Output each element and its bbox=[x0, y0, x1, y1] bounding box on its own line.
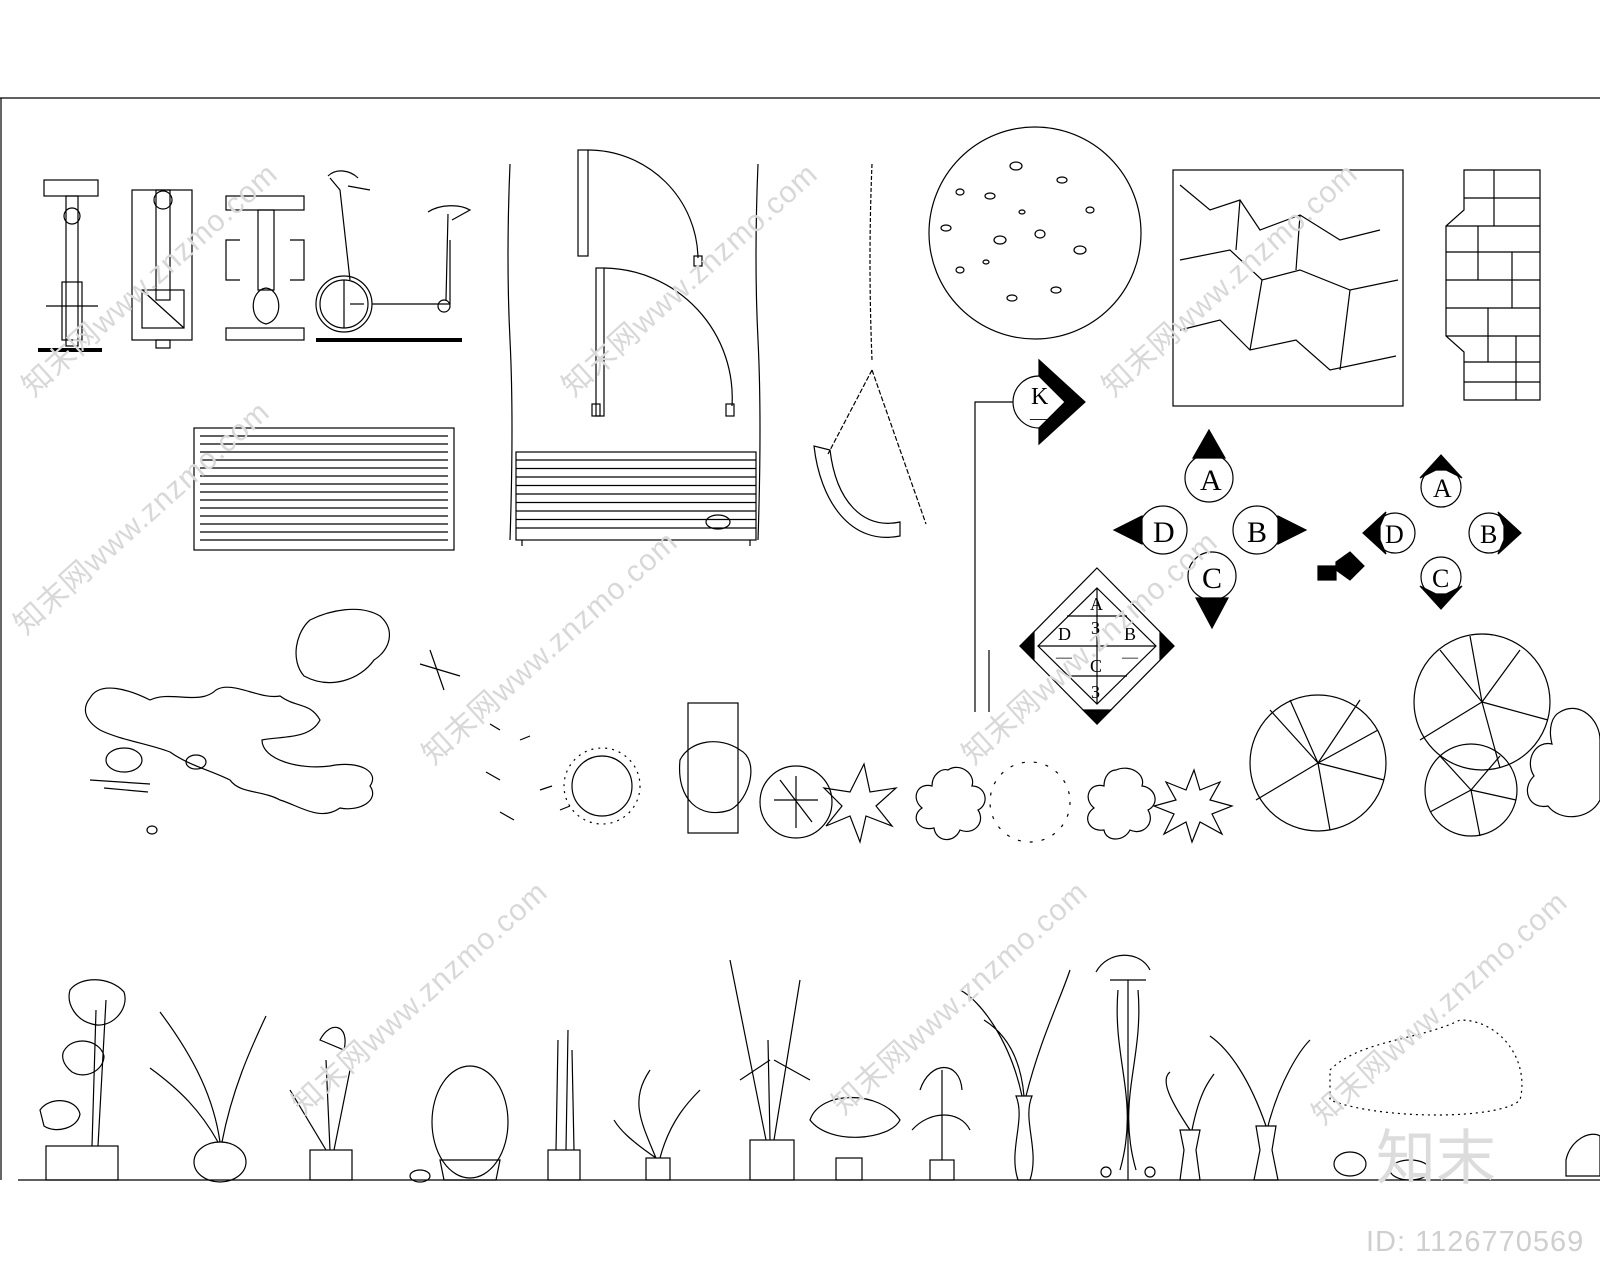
fitness-equipment-2 bbox=[131, 189, 193, 349]
shrub-plan-spiky bbox=[1152, 768, 1234, 844]
hatched-arrow-symbol bbox=[1317, 551, 1365, 581]
tree-plan-radial-3 bbox=[1424, 743, 1518, 837]
small-compass-label-a: A bbox=[1433, 474, 1452, 503]
diamond-number-bottom: 3 bbox=[1091, 682, 1100, 702]
hanging-vine-left bbox=[507, 163, 513, 541]
small-compass-label-c: C bbox=[1432, 564, 1449, 593]
elevation-twisted-branch-vase bbox=[959, 969, 1071, 1181]
elevation-corner-shrub bbox=[1565, 1133, 1600, 1177]
image-id-label: ID: 1126770569 bbox=[1366, 1226, 1585, 1258]
elevation-branch-vase bbox=[149, 1011, 267, 1183]
index-compass-large: A B C D bbox=[1112, 428, 1308, 630]
paving-square-crazy-stone bbox=[1172, 169, 1404, 407]
elevation-flower-vase-1 bbox=[1165, 1071, 1215, 1181]
hanging-swing bbox=[813, 163, 927, 538]
section-mark-letter: K bbox=[1031, 384, 1049, 410]
elevation-tall-palm-pot bbox=[729, 959, 811, 1181]
index-compass-small: A B C D bbox=[1362, 454, 1522, 610]
small-compass-label-b: B bbox=[1480, 520, 1497, 549]
shrub-plan-star bbox=[822, 762, 898, 845]
diamond-dash-right: — bbox=[1121, 649, 1139, 666]
elevation-column-planter bbox=[1095, 954, 1156, 1180]
diamond-label-c: C bbox=[1090, 656, 1102, 676]
index-diamond-quadrant: A 3 D — B — C 3 bbox=[1019, 567, 1175, 725]
tree-plan-radial-1 bbox=[1249, 694, 1387, 832]
scattered-leaves bbox=[485, 723, 571, 821]
door-swing-symbol-1 bbox=[577, 149, 703, 267]
brand-logo: 知末 bbox=[1376, 1124, 1496, 1194]
diamond-label-a: A bbox=[1090, 594, 1103, 614]
compass-label-d: D bbox=[1153, 516, 1175, 549]
elevation-broadleaf-pot bbox=[613, 1069, 701, 1181]
elevation-fan-palm bbox=[809, 1096, 901, 1181]
elevation-grass-vase-2 bbox=[1209, 1035, 1311, 1181]
tree-plan-radial-2 bbox=[1413, 633, 1551, 771]
leafy-branch-cluster bbox=[295, 608, 461, 691]
diamond-label-b: B bbox=[1124, 624, 1136, 644]
fitness-equipment-3 bbox=[225, 195, 305, 341]
elevation-leafy-shrub-pot bbox=[911, 1066, 971, 1181]
fitness-equipment-1 bbox=[38, 179, 102, 352]
fitness-equipment-exercise-bike bbox=[315, 170, 472, 342]
door-swing-symbol-2 bbox=[591, 267, 735, 417]
compass-label-a: A bbox=[1200, 464, 1222, 497]
planter-box-plan bbox=[678, 702, 752, 834]
elevation-garden-scene bbox=[1329, 1019, 1523, 1181]
diamond-label-d: D bbox=[1058, 624, 1071, 644]
bench-elevation-slatted bbox=[515, 451, 757, 546]
elevation-flower-basket bbox=[409, 1065, 509, 1183]
tree-plan-cloud bbox=[1526, 707, 1600, 818]
elevation-bamboo-pot bbox=[547, 1029, 581, 1181]
small-plant-cluster bbox=[89, 747, 207, 835]
paving-ashlar-stone-panel bbox=[1445, 169, 1541, 401]
sheet-border bbox=[0, 97, 1600, 1181]
compass-label-b: B bbox=[1247, 516, 1267, 549]
planter-plan-circle-dotted bbox=[563, 747, 641, 825]
elevation-bonsai-tree bbox=[39, 979, 126, 1181]
small-compass-label-d: D bbox=[1385, 520, 1404, 549]
paving-circle-pebbles bbox=[928, 126, 1142, 340]
shrub-plan-cloud bbox=[1087, 767, 1156, 840]
potted-plant-plan-round bbox=[759, 765, 833, 839]
section-mark-k: K — bbox=[974, 358, 1086, 712]
hanging-vine-right bbox=[755, 163, 761, 541]
shrub-plan-sparse bbox=[989, 761, 1071, 843]
shrub-plan-leafy-1 bbox=[915, 766, 986, 841]
elevation-bird-of-paradise bbox=[289, 1026, 353, 1181]
bench-plan-slatted bbox=[193, 427, 455, 551]
compass-label-c: C bbox=[1202, 562, 1222, 595]
diamond-number-top: 3 bbox=[1091, 618, 1100, 638]
diamond-dash-left: — bbox=[1055, 649, 1073, 666]
section-mark-dash: — bbox=[1029, 408, 1049, 428]
landscape-outline-shape bbox=[84, 686, 374, 815]
